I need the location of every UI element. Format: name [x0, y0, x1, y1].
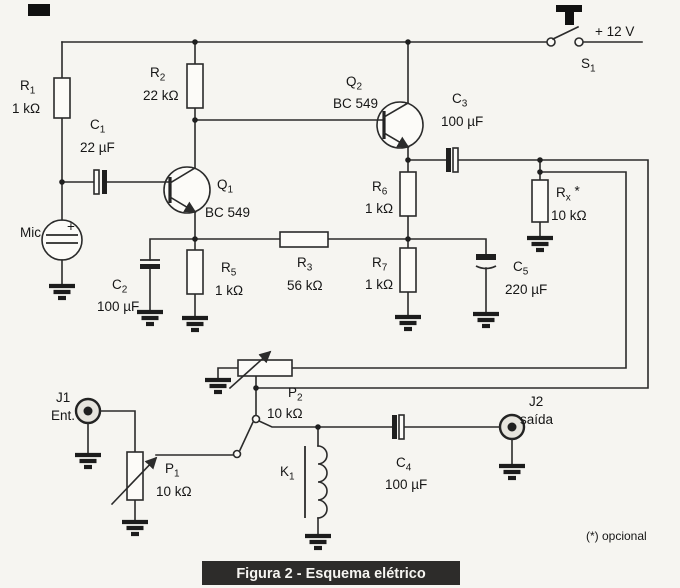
capacitor-c5: [475, 254, 497, 270]
label-q1: Q1: [217, 177, 234, 196]
label-k1: K1: [280, 464, 295, 483]
ground-icon: [182, 318, 208, 330]
label-p1: P1: [165, 461, 180, 480]
capacitor-c3: [446, 147, 459, 173]
ground-icon: [75, 455, 101, 467]
label-c5: C5: [513, 259, 529, 278]
label-r2: R2: [150, 65, 166, 84]
value-rx: 10 kΩ: [551, 208, 587, 223]
value-p2: 10 kΩ: [267, 406, 303, 421]
label-r1: R1: [20, 78, 36, 97]
wires: [61, 41, 649, 537]
relay-coil-k1: [304, 445, 328, 519]
resistor-r3: [279, 231, 329, 248]
power-switch-s1: [546, 25, 584, 47]
ground-icon: [527, 238, 553, 250]
label-r6: R6: [372, 179, 388, 198]
ground-icon: [49, 286, 75, 298]
resistors: [53, 63, 549, 295]
label-j2: J2: [529, 394, 543, 409]
mic-polarity: +: [67, 219, 75, 234]
potentiometer-p2: [228, 350, 293, 390]
transistor-q1: [168, 166, 197, 240]
value-c4: 100 µF: [385, 477, 427, 492]
label-r7: R7: [372, 255, 388, 274]
supply-label: + 12 V: [595, 24, 634, 39]
microphone-body: [41, 219, 83, 261]
label-c1: C1: [90, 117, 106, 136]
label-mic: Mic: [20, 225, 41, 240]
ground-icon: [395, 317, 421, 329]
value-c1: 22 µF: [80, 140, 115, 155]
transistor-q1-body: [163, 166, 211, 214]
caption-text: Figura 2 - Esquema elétrico: [236, 566, 426, 582]
microphone-mic: [46, 234, 78, 244]
resistor-r2: [186, 63, 204, 109]
value-r6: 1 kΩ: [365, 201, 393, 216]
label-r5: R5: [221, 260, 237, 279]
desc-j1: Ent.: [51, 408, 75, 423]
value-r5: 1 kΩ: [215, 283, 243, 298]
label-p2: P2: [288, 385, 303, 404]
value-c2: 100 µF: [97, 299, 139, 314]
value-r2: 22 kΩ: [143, 88, 179, 103]
ground-icon: [499, 466, 525, 478]
capacitor-c4: [392, 414, 405, 440]
value-q1: BC 549: [205, 205, 250, 220]
label-q2: Q2: [346, 74, 363, 93]
scan-mark-top-right-stem: [565, 11, 574, 25]
desc-j2: saída: [520, 412, 554, 427]
value-p1: 10 kΩ: [156, 484, 192, 499]
value-r7: 1 kΩ: [365, 277, 393, 292]
ground-icon: [473, 314, 499, 326]
value-c5: 220 µF: [505, 282, 547, 297]
value-r3: 56 kΩ: [287, 278, 323, 293]
jack-j2-pin: [507, 422, 517, 432]
ground-icon: [122, 522, 148, 534]
ground-icon: [305, 536, 331, 548]
value-c3: 100 µF: [441, 114, 483, 129]
resistor-r1: [53, 77, 71, 119]
resistor-r6: [399, 171, 417, 217]
capacitor-c1: [93, 169, 107, 195]
value-q2: BC 549: [333, 96, 378, 111]
label-c4: C4: [396, 455, 412, 474]
label-r3: R3: [297, 255, 313, 274]
ground-icon: [137, 312, 163, 324]
jack-j1-pin: [83, 406, 93, 416]
transistor-q2: [382, 101, 410, 149]
caption-bar: [202, 561, 460, 585]
value-r1: 1 kΩ: [12, 101, 40, 116]
resistor-r7: [399, 247, 417, 293]
label-s1: S1: [581, 56, 596, 75]
figure-caption: Figura 2 - Esquema elétrico: [202, 561, 460, 585]
resistor-rx: [531, 179, 549, 223]
ground-icon: [205, 380, 231, 392]
junction-dots: [59, 39, 543, 430]
resistor-r5: [186, 249, 204, 295]
capacitor-c2: [140, 259, 160, 269]
scan-marks: [28, 4, 582, 25]
label-j1: J1: [56, 390, 70, 405]
label-rx: Rx *: [556, 184, 581, 204]
label-c2: C2: [112, 277, 128, 296]
scan-mark-top-right: [556, 5, 582, 12]
capacitors: [93, 147, 497, 440]
label-c3: C3: [452, 91, 468, 110]
optional-note: (*) opcional: [586, 529, 647, 543]
relay-contact: [232, 414, 261, 459]
scan-mark-top-left: [28, 4, 50, 16]
potentiometer-p1: [110, 451, 158, 506]
labels: R1 1 kΩ R2 22 kΩ C1 22 µF Q2 BC 549 C3 1…: [12, 24, 647, 543]
